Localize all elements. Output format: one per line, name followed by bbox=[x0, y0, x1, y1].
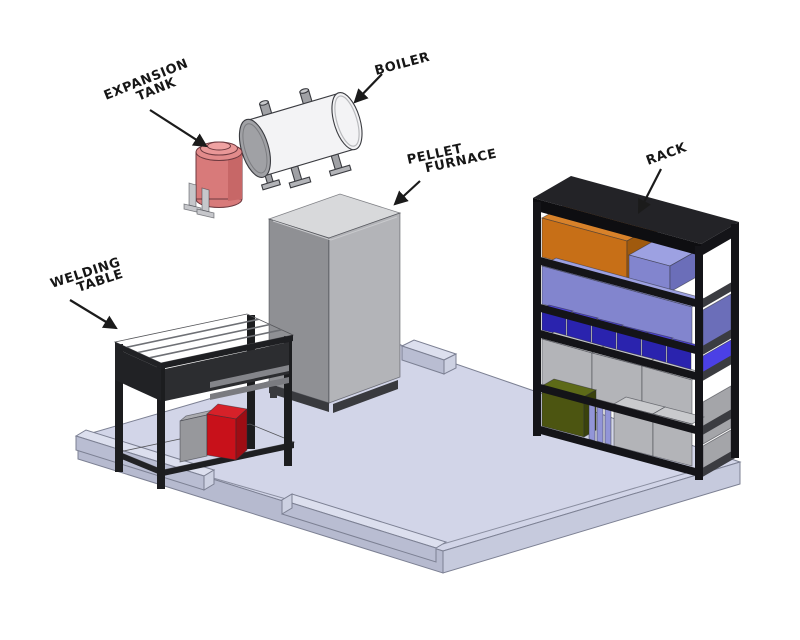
shelf-beam bbox=[533, 424, 703, 478]
rack-posts bbox=[533, 202, 739, 480]
table-plank-line bbox=[137, 323, 271, 354]
top-panel-top bbox=[533, 176, 739, 244]
shelf-beam bbox=[533, 255, 703, 309]
table-drawer-rail bbox=[210, 365, 289, 388]
shelf-edge-left bbox=[119, 452, 163, 476]
boiler-foot-base bbox=[260, 179, 281, 191]
rack-post-front-right bbox=[695, 246, 703, 480]
red-box-front bbox=[206, 413, 237, 461]
shelf-wedge bbox=[699, 448, 737, 479]
table-plank-line bbox=[149, 329, 282, 359]
table-leg-right bbox=[284, 336, 292, 466]
table-leg-left bbox=[115, 344, 123, 472]
furnace-base-front bbox=[333, 380, 398, 413]
arrow-welding-table bbox=[69, 299, 118, 330]
floor-side-right bbox=[442, 461, 741, 574]
boiler bbox=[238, 88, 363, 191]
curb-end-cap bbox=[203, 469, 215, 491]
curb-end-cap bbox=[281, 493, 293, 515]
shelf-beams bbox=[533, 255, 703, 478]
furnace-top-bevel bbox=[272, 216, 398, 241]
expansion-tank bbox=[183, 141, 243, 219]
table-leg-front bbox=[157, 367, 165, 489]
boiler-end-cap-far bbox=[331, 92, 363, 151]
top-panel-side bbox=[701, 222, 739, 256]
bracket-plate bbox=[201, 187, 210, 213]
arrow-rack bbox=[638, 168, 662, 214]
label-pellet-furnace: PELLETFURNACE bbox=[406, 135, 499, 180]
table-top-edge-front bbox=[161, 335, 293, 369]
arrow-pellet-furnace bbox=[393, 180, 421, 206]
tank-shade bbox=[228, 152, 242, 201]
shelf-beam bbox=[533, 302, 703, 356]
tank-dome-cap bbox=[207, 141, 231, 151]
shelf-beam bbox=[533, 328, 703, 382]
pipe-stub-cap bbox=[299, 88, 310, 94]
shelf-wedge bbox=[699, 406, 737, 437]
table-top-edge-left bbox=[115, 342, 161, 369]
boiler-end-ring bbox=[334, 95, 360, 147]
table-apron-left bbox=[115, 348, 161, 401]
boiler-pipe-stubs bbox=[258, 88, 314, 119]
arrow-expansion-tank bbox=[149, 109, 208, 148]
shelf-wedge bbox=[699, 326, 737, 357]
shelf-wedge bbox=[699, 279, 737, 310]
tank-mount-bracket bbox=[183, 182, 215, 219]
top-panel-front bbox=[533, 198, 701, 256]
rack-post-back-right bbox=[731, 224, 739, 458]
welding-table bbox=[113, 313, 296, 489]
furnace-foot bbox=[270, 386, 277, 398]
shelf-side-wedges bbox=[699, 279, 737, 479]
red-box bbox=[206, 403, 248, 461]
table-apron-front bbox=[165, 342, 289, 401]
furnace-right-face bbox=[328, 212, 401, 404]
table-plank-line bbox=[126, 318, 259, 349]
pellet-furnace bbox=[267, 193, 402, 413]
rack-top-panel bbox=[533, 176, 739, 256]
shelf-wedge bbox=[699, 352, 737, 383]
table-drawer-rail bbox=[210, 377, 289, 400]
floor-curb-front bbox=[280, 493, 448, 563]
label-rack: RACK bbox=[644, 140, 689, 169]
label-expansion-tank: EXPANSIONTANK bbox=[102, 56, 196, 116]
boiler-end-cap-ring bbox=[242, 123, 268, 174]
arrow-boiler bbox=[353, 73, 383, 104]
floor-curb-back bbox=[400, 339, 458, 375]
bracket-base bbox=[196, 208, 215, 219]
label-welding-table: WELDINGTABLE bbox=[49, 255, 127, 303]
under-table-gray-box bbox=[179, 414, 208, 463]
boiler-foot-base bbox=[328, 164, 352, 177]
pipe-stub-cap bbox=[259, 100, 269, 106]
storage-rack bbox=[533, 176, 739, 480]
label-boiler: BOILER bbox=[373, 50, 432, 79]
rack-post-front-left bbox=[533, 202, 541, 436]
curb-end-cap bbox=[443, 353, 457, 375]
boiler-foot-base bbox=[288, 176, 312, 189]
red-box-side bbox=[235, 408, 248, 461]
bracket-plate bbox=[188, 182, 197, 208]
shelf-beam bbox=[533, 382, 703, 436]
